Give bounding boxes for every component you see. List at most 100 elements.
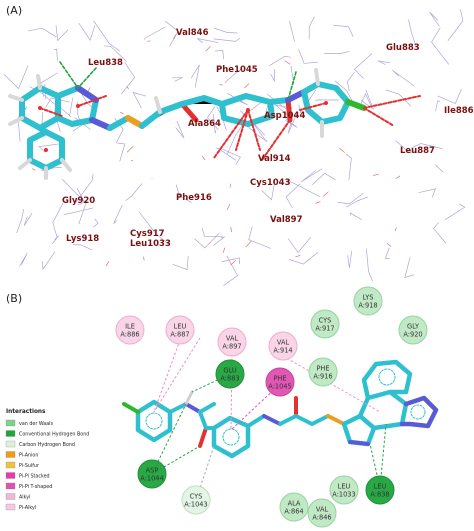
residue-label-3d-cys1043: Cys1043 <box>250 178 291 188</box>
residue-name-val914: VAL <box>277 339 290 347</box>
residue-number-gly920: A:920 <box>403 331 422 339</box>
residue-number-leu838: A:838 <box>370 491 389 499</box>
residue-number-lys918: A:918 <box>358 302 377 310</box>
residue-label-3d-phe1045: Phe1045 <box>216 65 258 75</box>
residue-name-val897: VAL <box>226 335 239 343</box>
legend-label: Pi-Pi T-shaped <box>19 484 52 490</box>
residue-label-3d-val897: Val897 <box>270 215 303 225</box>
ligand-2d <box>122 359 439 459</box>
legend-item: Carbon Hydrogen Bond <box>5 440 75 448</box>
residue-number-ile886: A:886 <box>120 331 139 339</box>
residue-number-asp1044: A:1044 <box>140 475 163 483</box>
residue-label-3d-val914: Val914 <box>258 154 291 164</box>
ligand-3d <box>8 68 367 180</box>
legend-label: van der Waals <box>19 421 53 427</box>
residue-number-cys1043: A:1043 <box>184 501 207 509</box>
residue-name-phe1045: PHE <box>273 375 286 383</box>
legend-swatch <box>5 493 16 500</box>
residue-labels-3d: Val846Leu838Phe1045Glu883Ile886Ala864Asp… <box>62 28 474 249</box>
panel-a-label: (A) <box>6 4 22 17</box>
residue-number-val914: A:914 <box>273 347 292 355</box>
residue-label-3d-val846: Val846 <box>176 28 209 38</box>
legend-swatch <box>5 461 16 469</box>
residue-number-val846: A:846 <box>312 514 331 522</box>
legend-label: Pi-Pi Stacked <box>19 474 50 480</box>
residue-name-leu838: LEU <box>374 483 387 491</box>
legend-swatch <box>5 419 16 427</box>
legend-label: Pi-Alkyl <box>19 505 36 511</box>
residue-label-3d-ile886: Ile886 <box>444 106 474 116</box>
legend-swatch <box>5 440 16 448</box>
residue-number-val897: A:897 <box>222 343 241 351</box>
legend-label: Pi-Sulfur <box>19 463 39 469</box>
residue-number-phe1045: A:1045 <box>268 383 291 391</box>
legend-label: Carbon Hydrogen Bond <box>19 442 75 448</box>
residue-number-phe916: A:916 <box>313 373 332 381</box>
residue-name-phe916: PHE <box>316 365 329 373</box>
residue-name-asp1044: ASP <box>146 467 159 475</box>
residue-label-3d-leu838: Leu838 <box>88 58 123 68</box>
residue-label-3d-asp1044: Asp1044 <box>264 111 305 121</box>
residue-name-leu1033: LEU <box>338 483 351 491</box>
residue-number-cys917: A:917 <box>315 325 334 333</box>
residue-name-cys917: CYS <box>319 317 332 325</box>
legend-item: Pi-Anion <box>5 451 38 459</box>
panel-a: (A) <box>3 4 474 286</box>
residue-label-3d-gly920: Gly920 <box>62 196 95 206</box>
residue-label-3d-lys918: Lys918 <box>66 234 99 244</box>
residue-name-glu883: GLU <box>223 367 236 375</box>
legend-item: van der Waals <box>5 419 53 427</box>
legend-item: Pi-Pi Stacked <box>5 472 50 480</box>
residue-label-3d-glu883: Glu883 <box>386 43 420 53</box>
legend-swatch <box>5 430 16 437</box>
legend-item: Pi-Pi T-shaped <box>5 482 52 490</box>
legend-item: Conventional Hydrogen Bond <box>5 430 89 438</box>
legend-swatch <box>5 482 16 490</box>
residue-name-lys918: LYS <box>362 294 373 302</box>
residue-label-3d-leu1033: Leu1033 <box>130 239 171 249</box>
residue-name-leu887: LEU <box>174 323 187 331</box>
residue-name-gly920: GLY <box>407 323 420 331</box>
residue-number-leu1033: A:1033 <box>332 491 355 499</box>
legend-item: Pi-Sulfur <box>5 461 39 469</box>
legend-swatch <box>5 472 16 479</box>
residue-label-3d-phe916: Phe916 <box>176 193 212 203</box>
residue-name-ile886: ILE <box>125 323 135 331</box>
legend-item: Pi-Alkyl <box>5 503 36 511</box>
panel-b-label: (B) <box>6 292 22 305</box>
legend-swatch <box>5 451 16 458</box>
legend-label: Pi-Anion <box>19 453 38 459</box>
residue-number-leu887: A:887 <box>170 331 189 339</box>
residue-label-3d-cys917: Cys917 <box>130 229 165 239</box>
residue-number-ala864: A:864 <box>284 508 303 516</box>
residue-number-glu883: A:883 <box>220 375 239 383</box>
legend-label: Conventional Hydrogen Bond <box>19 432 89 438</box>
panel-b: (B) <box>5 286 439 528</box>
legend-title: Interactions <box>6 409 46 415</box>
residue-name-ala864: ALA <box>288 500 301 508</box>
legend-item: Alkyl <box>5 493 30 501</box>
residue-name-val846: VAL <box>316 506 329 514</box>
residue-label-3d-leu887: Leu887 <box>400 146 435 156</box>
legend-swatch <box>5 503 16 511</box>
interactions-3d <box>39 61 421 161</box>
